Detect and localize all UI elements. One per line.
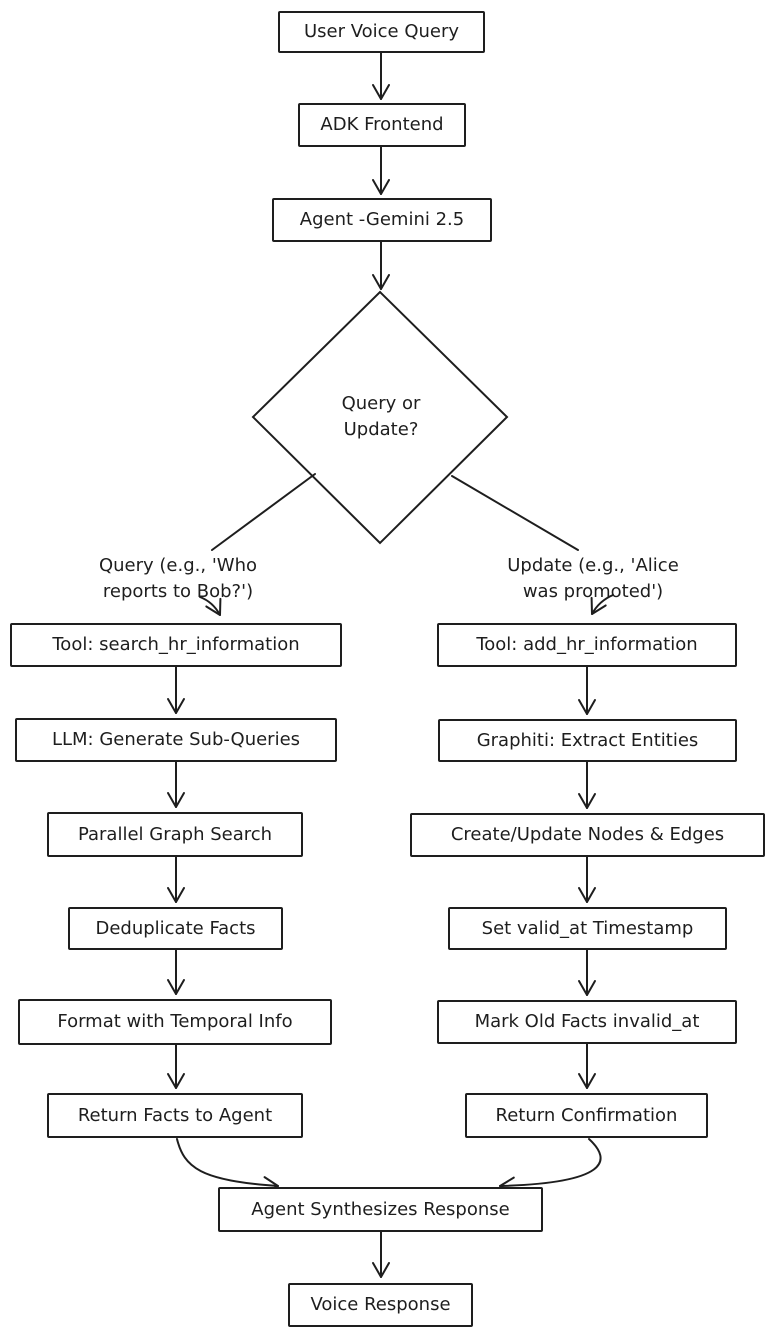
- node-agent-gemini: Agent -Gemini 2.5: [272, 198, 492, 242]
- decision-label: Query or Update?: [341, 393, 421, 441]
- node-return-facts-to-agent: Return Facts to Agent: [47, 1093, 303, 1138]
- node-llm-generate-subqueries: LLM: Generate Sub-Queries: [15, 718, 337, 762]
- node-parallel-graph-search: Parallel Graph Search: [47, 812, 303, 857]
- edge-decision-to-update-label: [451, 475, 579, 551]
- arrow-confirmation-to-synthesize: [498, 1138, 602, 1195]
- node-mark-old-facts-invalid-at: Mark Old Facts invalid_at: [437, 1000, 737, 1044]
- node-deduplicate-facts: Deduplicate Facts: [68, 907, 283, 950]
- node-user-voice-query: User Voice Query: [278, 11, 485, 53]
- node-format-with-temporal-info: Format with Temporal Info: [18, 999, 332, 1045]
- decision-diamond: [251, 290, 509, 545]
- node-graphiti-extract-entities: Graphiti: Extract Entities: [438, 719, 737, 762]
- node-tool-search-hr-information: Tool: search_hr_information: [10, 623, 342, 667]
- arrow-querylabel-to-toolsearch: [199, 596, 222, 616]
- update-branch-label: Update (e.g., 'Alice was promoted'): [507, 555, 679, 603]
- arrow-returnfacts-to-synthesize: [176, 1138, 279, 1195]
- edge-decision-to-query-label: [211, 473, 316, 551]
- arrow-updatelabel-to-tooladd: [590, 594, 614, 615]
- query-branch-label: Query (e.g., 'Who reports to Bob?'): [98, 555, 257, 603]
- node-voice-response: Voice Response: [288, 1283, 473, 1327]
- node-adk-frontend: ADK Frontend: [298, 103, 466, 147]
- node-create-update-nodes-edges: Create/Update Nodes & Edges: [410, 813, 765, 857]
- node-agent-synthesizes-response: Agent Synthesizes Response: [218, 1187, 543, 1232]
- node-set-valid-at-timestamp: Set valid_at Timestamp: [448, 907, 727, 950]
- node-return-confirmation: Return Confirmation: [465, 1093, 708, 1138]
- node-tool-add-hr-information: Tool: add_hr_information: [437, 623, 737, 667]
